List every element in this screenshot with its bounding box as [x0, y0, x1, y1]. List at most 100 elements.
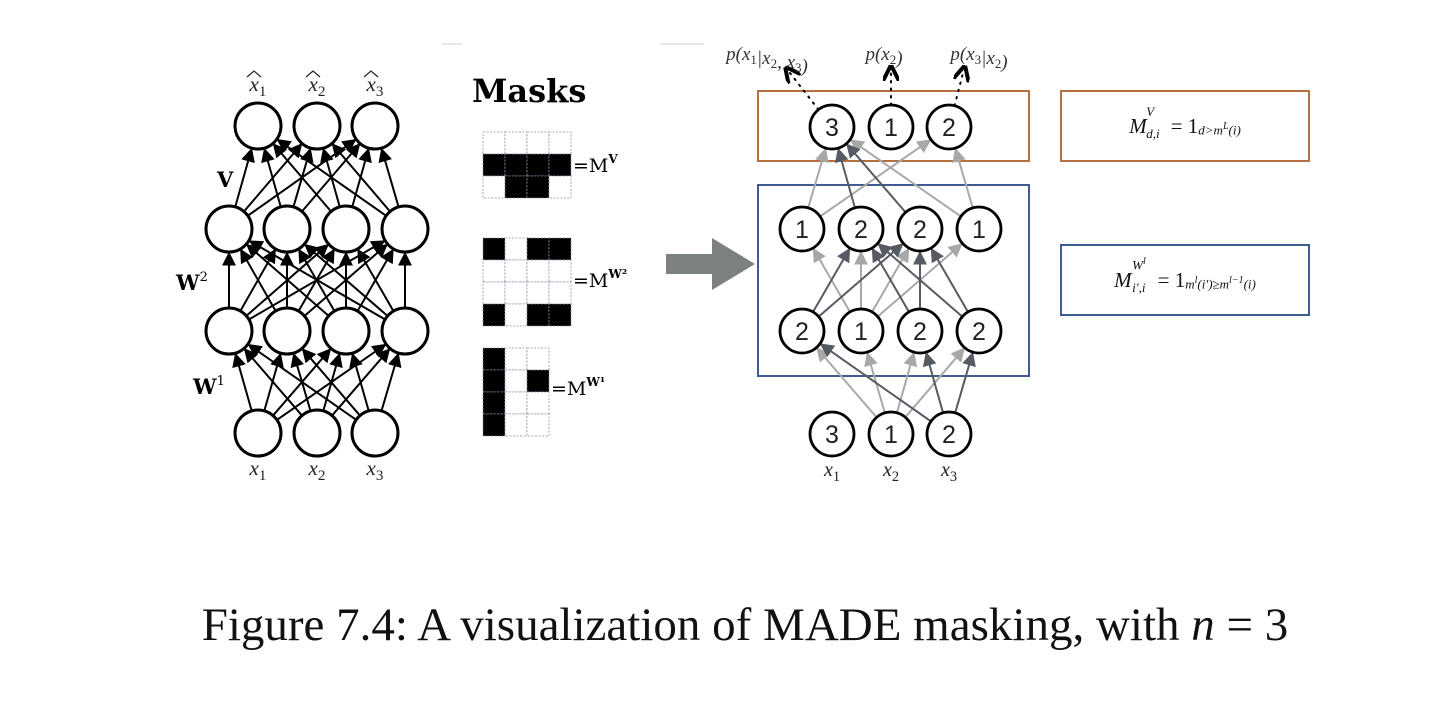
right-input-label: x1: [823, 459, 840, 485]
right-edge-hidden1-hidden2: [877, 243, 964, 318]
mask-cell-on: [482, 369, 506, 393]
mask-label: =MV: [573, 152, 618, 177]
left-node: [204, 204, 254, 254]
left-edge: [261, 147, 282, 208]
input-label: x2: [308, 456, 326, 484]
left-edge: [239, 248, 277, 312]
hidden2-node: [778, 205, 826, 253]
left-edge: [378, 147, 400, 208]
mask-cell-on: [548, 303, 572, 327]
mask-cell-on: [526, 175, 550, 199]
left-node: [233, 408, 283, 458]
mask-label: =MW¹: [551, 375, 605, 400]
left-edge: [301, 348, 361, 417]
mask-cell-off: [548, 281, 572, 305]
hidden2-node-degree: 2: [913, 216, 927, 244]
left-node: [292, 408, 342, 458]
mask-cell-off: [504, 413, 528, 437]
right-edge-hidden2-output: [835, 147, 856, 209]
figure-caption: Figure 7.4: A visualization of MADE mask…: [0, 598, 1456, 652]
hidden1-node: [778, 307, 826, 355]
hidden2-node-degree: 1: [795, 216, 809, 244]
left-node: [380, 204, 430, 254]
right-input-label: x3: [940, 459, 957, 485]
right-edge-input-hidden1: [816, 347, 878, 419]
mask-cell-on: [526, 303, 550, 327]
right-edge-hidden1-hidden2: [930, 247, 969, 313]
input-node-degree: 2: [942, 421, 956, 449]
input-node: [808, 410, 856, 458]
left-edge: [357, 248, 395, 312]
left-network-nodes: [204, 101, 430, 458]
caption-text: Figure 7.4: A visualization of MADE mask…: [201, 599, 1192, 651]
right-edge-hidden2-output: [846, 143, 907, 213]
left-edge: [349, 352, 370, 412]
right-edge-hidden2-output: [952, 147, 974, 209]
mask-cell-off: [504, 303, 528, 327]
mask-cell-off: [526, 281, 550, 305]
left-node: [262, 204, 312, 254]
hidden1-node-degree: 2: [972, 318, 986, 346]
left-node: [380, 306, 430, 356]
left-edge: [276, 138, 387, 217]
mask-cell-off: [504, 131, 528, 155]
mask-cell-on: [548, 237, 572, 261]
left-edge: [248, 240, 386, 321]
right-edge-input-hidden1: [819, 343, 932, 423]
input-node-degree: 1: [884, 421, 898, 449]
output-probability-label: p(x2): [863, 44, 902, 69]
hidden1-node-degree: 2: [913, 318, 927, 346]
right-edge-input-hidden1: [922, 351, 945, 414]
hidden2-node-degree: 1: [972, 216, 986, 244]
hidden1-node-degree: 1: [854, 318, 868, 346]
mask-grids: =MV =MW² =MW¹: [482, 131, 627, 437]
mask-cell-off: [526, 131, 550, 155]
hidden1-node: [837, 307, 885, 355]
caption-equals: = 3: [1214, 599, 1289, 651]
hidden1-node: [955, 307, 1003, 355]
mask-cell-off: [504, 391, 528, 415]
input-node-degree: 3: [825, 421, 839, 449]
mask-cell-off: [504, 237, 528, 261]
output-label: x2: [308, 72, 326, 100]
left-edge: [272, 143, 332, 213]
mask-cell-on: [482, 391, 506, 415]
left-node: [204, 306, 254, 356]
mask-cell-off: [504, 259, 528, 283]
left-edge: [331, 143, 391, 213]
left-edge: [380, 352, 402, 412]
layer-label-v: V: [216, 167, 234, 192]
output-node-degree: 1: [884, 114, 898, 142]
left-node: [262, 306, 312, 356]
hidden2-node: [837, 205, 885, 253]
mask-label: =MW²: [573, 267, 627, 292]
output-layer-box: [757, 90, 1030, 162]
input-label: x1: [249, 456, 267, 484]
left-edge: [234, 147, 255, 208]
hat-accent: [305, 70, 321, 78]
mask-cell-off: [504, 347, 528, 371]
hidden2-node-degree: 2: [854, 216, 868, 244]
mask-cell-on: [526, 153, 550, 177]
input-node: [925, 410, 973, 458]
mask-cell-on: [526, 369, 550, 393]
mask-cell-off: [548, 131, 572, 155]
mask-cell-off: [548, 175, 572, 199]
input-node: [867, 410, 915, 458]
left-edge: [232, 352, 253, 412]
layer-label-w2: W2: [175, 270, 208, 295]
transform-arrow-icon: [666, 238, 755, 290]
output-mask-formula-box: [1060, 90, 1310, 162]
left-network-edges: [222, 138, 412, 421]
mask-grid: =MV: [482, 131, 618, 199]
mask-cell-off: [526, 259, 550, 283]
left-node: [321, 306, 371, 356]
hidden-layers-box: [757, 184, 1030, 377]
mask-cell-off: [504, 369, 528, 393]
output-node-degree: 3: [825, 114, 839, 142]
mask-cell-on: [504, 175, 528, 199]
output-dotted-arrow: [790, 73, 820, 111]
